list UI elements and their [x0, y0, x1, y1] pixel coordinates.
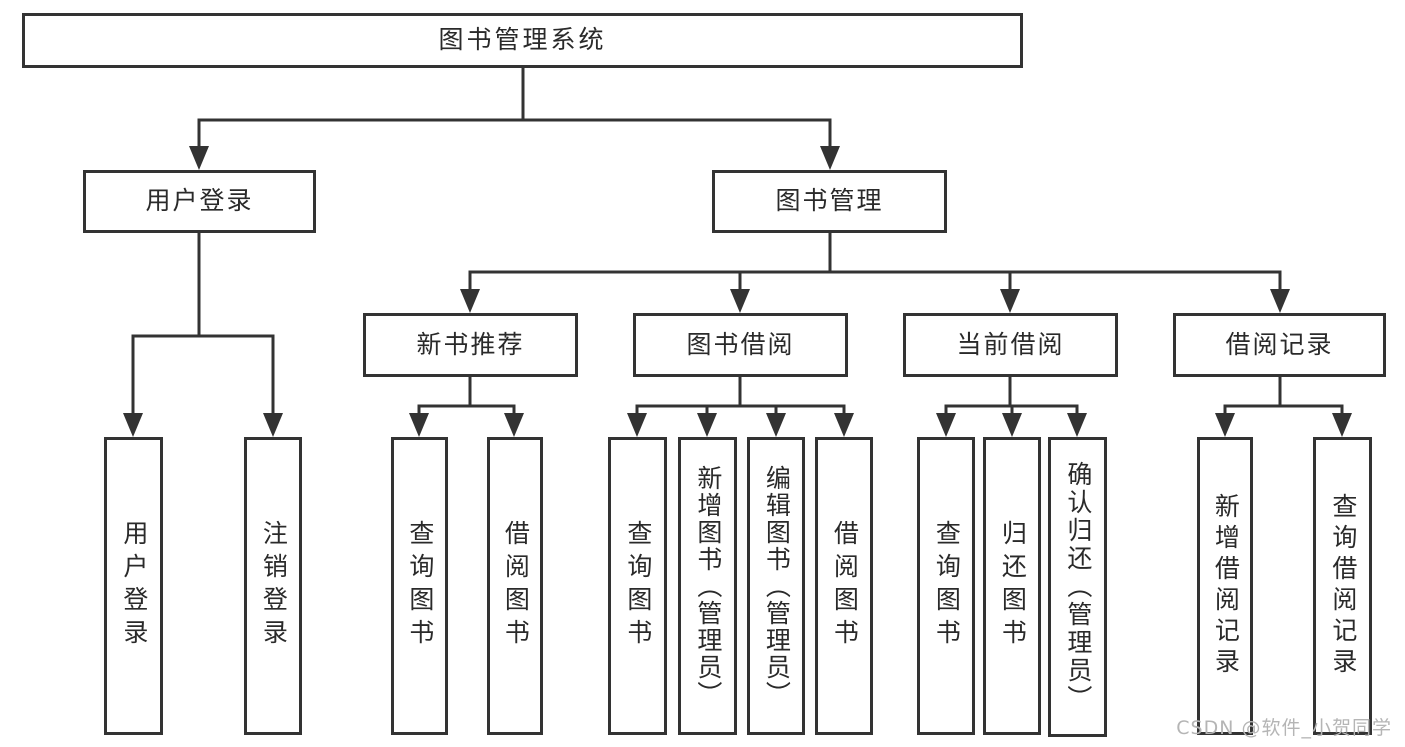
node-recommend-borrow-books: 借阅图书: [487, 437, 543, 735]
node-label: 归还图书: [998, 520, 1028, 652]
node-label: 查询借阅记录: [1328, 493, 1358, 679]
node-login: 用户登录: [104, 437, 163, 735]
node-label: 查询图书: [405, 520, 435, 652]
arrowhead-icon: [189, 146, 209, 170]
node-edit-book-admin: 编辑图书（管理员）: [747, 437, 805, 735]
node-book-management: 图书管理: [712, 170, 947, 233]
node-label: 图书管理: [775, 186, 884, 216]
node-recommend-query-books: 查询图书: [391, 437, 448, 735]
arrowhead-icon: [820, 146, 840, 170]
node-label: 查询图书: [932, 520, 962, 652]
node-label: 借阅图书: [501, 520, 531, 652]
node-add-borrow-record: 新增借阅记录: [1197, 437, 1253, 735]
node-user-login: 用户登录: [83, 170, 316, 233]
node-label: 图书管理系统: [438, 25, 607, 55]
node-new-book-recommend: 新书推荐: [363, 313, 578, 377]
node-label: 借阅图书: [830, 520, 860, 652]
node-label: 新增借阅记录: [1211, 493, 1241, 679]
arrowhead-icon: [1215, 413, 1235, 437]
connector-book-borrow: [627, 375, 854, 437]
connector-user-login: [123, 231, 283, 437]
arrowhead-icon: [697, 413, 717, 437]
arrowhead-icon: [730, 289, 750, 313]
arrowhead-icon: [1000, 289, 1020, 313]
arrowhead-icon: [834, 413, 854, 437]
csdn-watermark: CSDN @软件_小贺同学: [1176, 717, 1392, 739]
arrowhead-icon: [1270, 289, 1290, 313]
node-label: 查询图书: [623, 520, 653, 652]
arrowhead-icon: [263, 413, 283, 437]
node-logout: 注销登录: [244, 437, 302, 735]
node-label: 用户登录: [145, 186, 254, 216]
connector-current-borrow: [936, 375, 1087, 437]
node-current-query-books: 查询图书: [917, 437, 975, 735]
node-return-book: 归还图书: [983, 437, 1041, 735]
node-label: 借阅记录: [1225, 329, 1334, 359]
node-borrow-query-books: 查询图书: [608, 437, 667, 735]
connector-new-book-recommend: [409, 375, 524, 437]
arrowhead-icon: [1332, 413, 1352, 437]
arrowhead-icon: [1067, 413, 1087, 437]
node-label: 当前借阅: [956, 329, 1065, 359]
node-library-system: 图书管理系统: [22, 13, 1023, 68]
arrowhead-icon: [936, 413, 956, 437]
node-query-borrow-record: 查询借阅记录: [1313, 437, 1372, 735]
arrowhead-icon: [460, 289, 480, 313]
node-book-borrow: 图书借阅: [633, 313, 848, 377]
arrowhead-icon: [409, 413, 429, 437]
node-label: 新书推荐: [416, 329, 525, 359]
arrowhead-icon: [123, 413, 143, 437]
node-borrow-records: 借阅记录: [1173, 313, 1386, 377]
arrowhead-icon: [504, 413, 524, 437]
node-label: 编辑图书（管理员）: [762, 464, 792, 708]
node-label: 图书借阅: [686, 329, 795, 359]
node-borrow-book: 借阅图书: [815, 437, 873, 735]
node-label: 注销登录: [259, 520, 289, 652]
connector-borrow-records: [1215, 375, 1352, 437]
connector-root: [189, 66, 840, 170]
arrowhead-icon: [627, 413, 647, 437]
node-current-borrow: 当前借阅: [903, 313, 1118, 377]
arrowhead-icon: [1002, 413, 1022, 437]
arrowhead-icon: [766, 413, 786, 437]
node-add-book-admin: 新增图书（管理员）: [678, 437, 737, 735]
node-label: 确认归还（管理员）: [1063, 461, 1093, 713]
node-label: 用户登录: [119, 520, 149, 652]
node-label: 新增图书（管理员）: [693, 464, 723, 708]
connector-book-management: [460, 231, 1290, 313]
node-confirm-return-admin: 确认归还（管理员）: [1048, 437, 1107, 737]
